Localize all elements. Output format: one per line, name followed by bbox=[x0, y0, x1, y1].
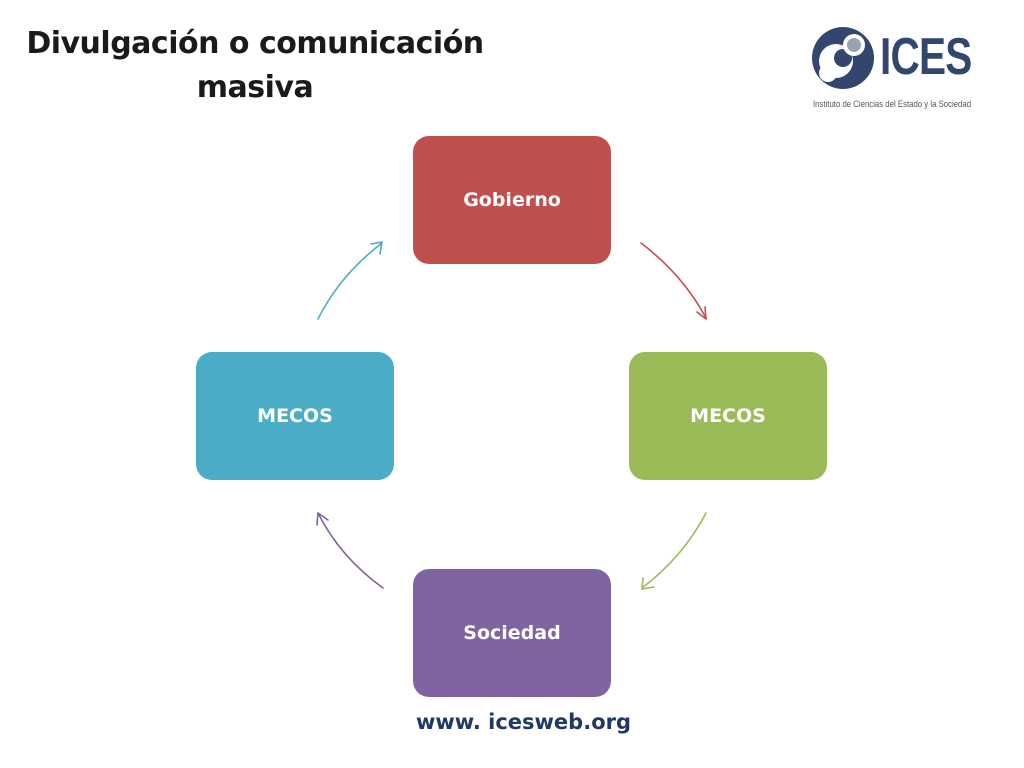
cycle-node-mecos-right: MECOS bbox=[629, 352, 827, 480]
cycle-node-sociedad: Sociedad bbox=[413, 569, 611, 697]
arrow-mecos-left-to-gobierno bbox=[317, 241, 383, 320]
ices-logo-subtitle: Instituto de Ciencias del Estado y la So… bbox=[813, 99, 972, 110]
ices-logo-wordmark: ICES bbox=[880, 28, 972, 86]
page-title: Divulgación o comunicación masiva bbox=[10, 22, 500, 110]
arrow-sociedad-to-mecos-left bbox=[316, 512, 384, 589]
ices-logo: ICES Instituto de Ciencias del Estado y … bbox=[810, 25, 985, 115]
arrow-gobierno-to-mecos-right bbox=[640, 242, 707, 320]
cycle-node-mecos-left: MECOS bbox=[196, 352, 394, 480]
page-title-line-2: masiva bbox=[196, 70, 314, 105]
arrow-mecos-right-to-sociedad bbox=[641, 512, 707, 590]
website-link[interactable]: www. icesweb.org bbox=[416, 710, 632, 734]
cycle-node-gobierno: Gobierno bbox=[413, 136, 611, 264]
ices-logo-icon bbox=[812, 27, 874, 89]
page-title-line-1: Divulgación o comunicación bbox=[26, 26, 484, 61]
